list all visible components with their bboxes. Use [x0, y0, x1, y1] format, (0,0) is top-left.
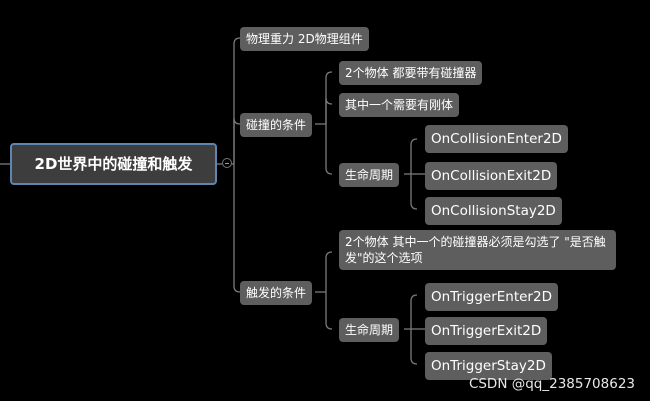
collapse-toggle-icon[interactable] [222, 158, 232, 168]
on-collision-exit-node[interactable]: OnCollisionExit2D [425, 162, 558, 190]
trigger-lifecycle-node[interactable]: 生命周期 [339, 318, 400, 342]
trigger-conditions-node[interactable]: 触发的条件 [240, 281, 313, 305]
collision-conditions-node[interactable]: 碰撞的条件 [240, 113, 313, 137]
trigger-condition-1[interactable]: 2个物体 其中一个的碰撞器必须是勾选了 "是否触发"的这个选项 [339, 230, 616, 270]
on-trigger-exit-node[interactable]: OnTriggerExit2D [425, 317, 548, 345]
on-trigger-enter-node[interactable]: OnTriggerEnter2D [425, 283, 558, 311]
watermark-text: CSDN @qq_2385708623 [468, 376, 635, 392]
collision-condition-1[interactable]: 2个物体 都要带有碰撞器 [339, 61, 483, 85]
root-node[interactable]: 2D世界中的碰撞和触发 [10, 143, 217, 185]
on-trigger-stay-node[interactable]: OnTriggerStay2D [425, 352, 552, 380]
on-collision-enter-node[interactable]: OnCollisionEnter2D [425, 125, 568, 153]
on-collision-stay-node[interactable]: OnCollisionStay2D [425, 197, 562, 225]
collision-lifecycle-node[interactable]: 生命周期 [339, 163, 400, 187]
physics-node[interactable]: 物理重力 2D物理组件 [240, 27, 369, 51]
collision-condition-2[interactable]: 其中一个需要有刚体 [339, 93, 460, 117]
